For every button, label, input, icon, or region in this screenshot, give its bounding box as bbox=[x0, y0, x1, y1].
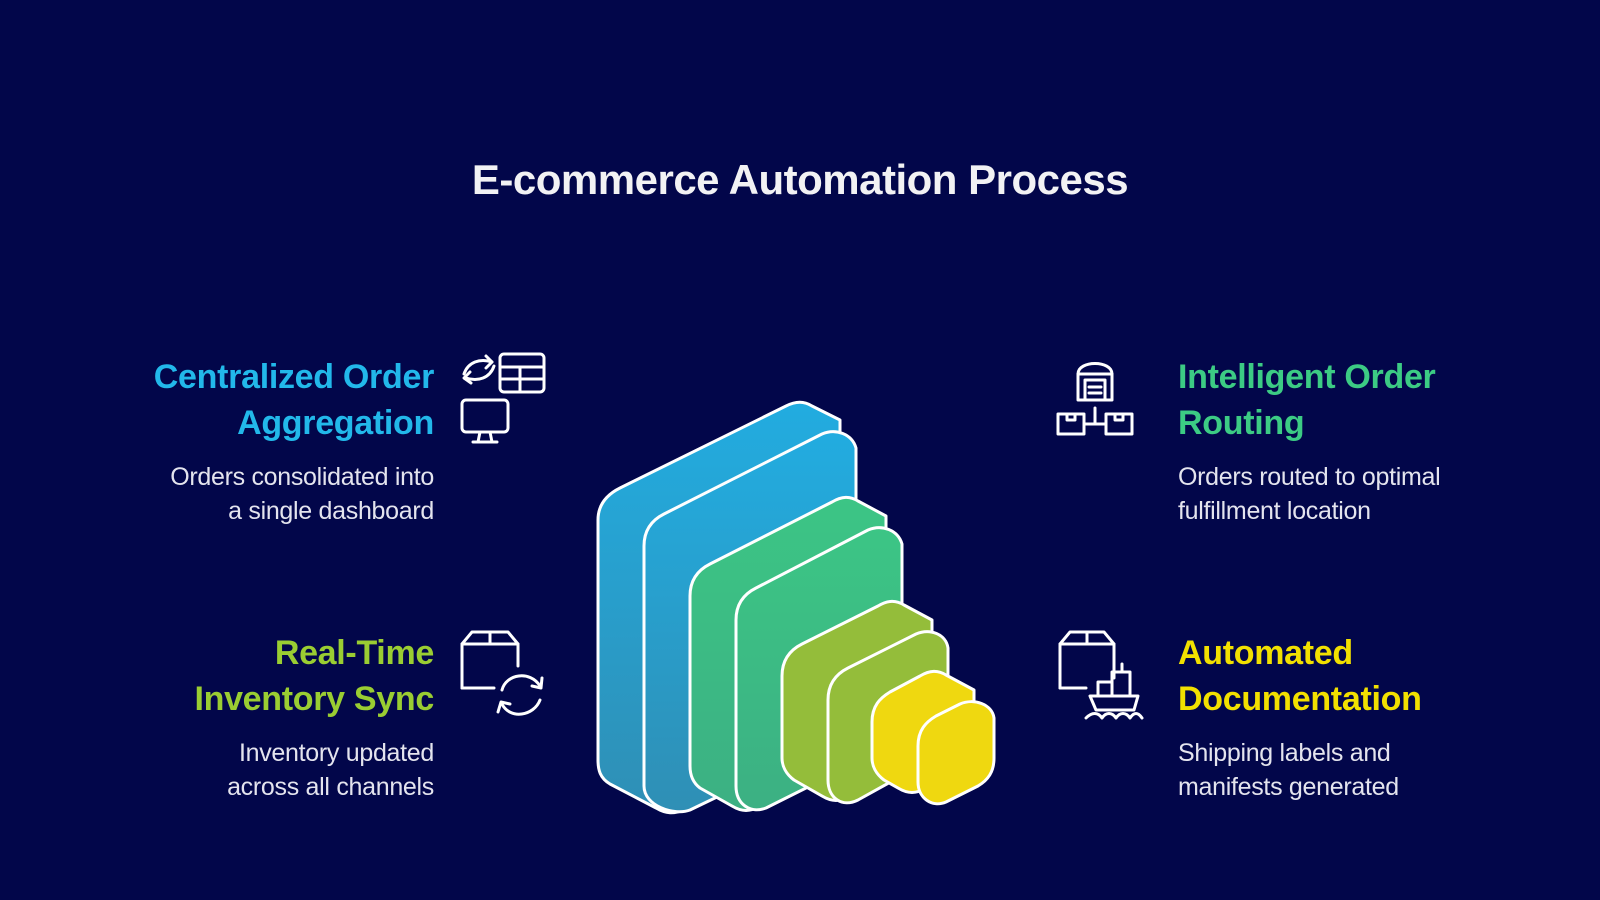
step-intelligent-order-routing: Intelligent Order Routing Orders routed … bbox=[1178, 354, 1558, 528]
heading-line: Aggregation bbox=[237, 404, 434, 442]
diagram-title: E-commerce Automation Process bbox=[471, 156, 1129, 203]
step-description: Orders consolidated into a single dashbo… bbox=[74, 460, 434, 528]
heading-line: Routing bbox=[1178, 404, 1305, 442]
sync-table-monitor-icon bbox=[458, 352, 558, 457]
step-description: Shipping labels and manifests generated bbox=[1178, 736, 1558, 804]
description-line: Orders routed to optimal bbox=[1178, 463, 1441, 491]
description-line: manifests generated bbox=[1178, 773, 1399, 801]
description-line: a single dashboard bbox=[228, 497, 434, 525]
description-line: across all channels bbox=[227, 773, 434, 801]
description-line: Shipping labels and bbox=[1178, 739, 1391, 767]
box-refresh-icon bbox=[458, 628, 558, 733]
step-heading: Automated Documentation bbox=[1178, 630, 1558, 722]
step-centralized-order-aggregation: Centralized Order Aggregation Orders con… bbox=[74, 354, 435, 528]
step-automated-documentation: Automated Documentation Shipping labels … bbox=[1178, 630, 1558, 804]
box-ship-icon bbox=[1056, 628, 1156, 733]
heading-line: Documentation bbox=[1178, 680, 1422, 718]
step-description: Inventory updated across all channels bbox=[74, 736, 434, 804]
step-heading: Centralized Order Aggregation bbox=[74, 354, 435, 446]
step-heading: Real-Time Inventory Sync bbox=[74, 630, 434, 722]
heading-line: Automated bbox=[1178, 634, 1353, 672]
warehouse-routing-icon bbox=[1056, 352, 1156, 457]
heading-line: Real-Time bbox=[274, 634, 434, 672]
description-line: Orders consolidated into bbox=[170, 463, 434, 491]
layer-yellow bbox=[870, 669, 996, 806]
heading-line: Intelligent Order bbox=[1178, 358, 1436, 396]
step-real-time-inventory-sync: Real-Time Inventory Sync Inventory updat… bbox=[74, 630, 434, 804]
heading-line: Inventory Sync bbox=[194, 680, 434, 718]
heading-line: Centralized Order bbox=[153, 358, 435, 396]
step-heading: Intelligent Order Routing bbox=[1178, 354, 1558, 446]
stacked-layers-graphic bbox=[590, 400, 1020, 825]
step-description: Orders routed to optimal fulfillment loc… bbox=[1178, 460, 1558, 528]
description-line: fulfillment location bbox=[1178, 497, 1371, 525]
description-line: Inventory updated bbox=[238, 739, 434, 767]
